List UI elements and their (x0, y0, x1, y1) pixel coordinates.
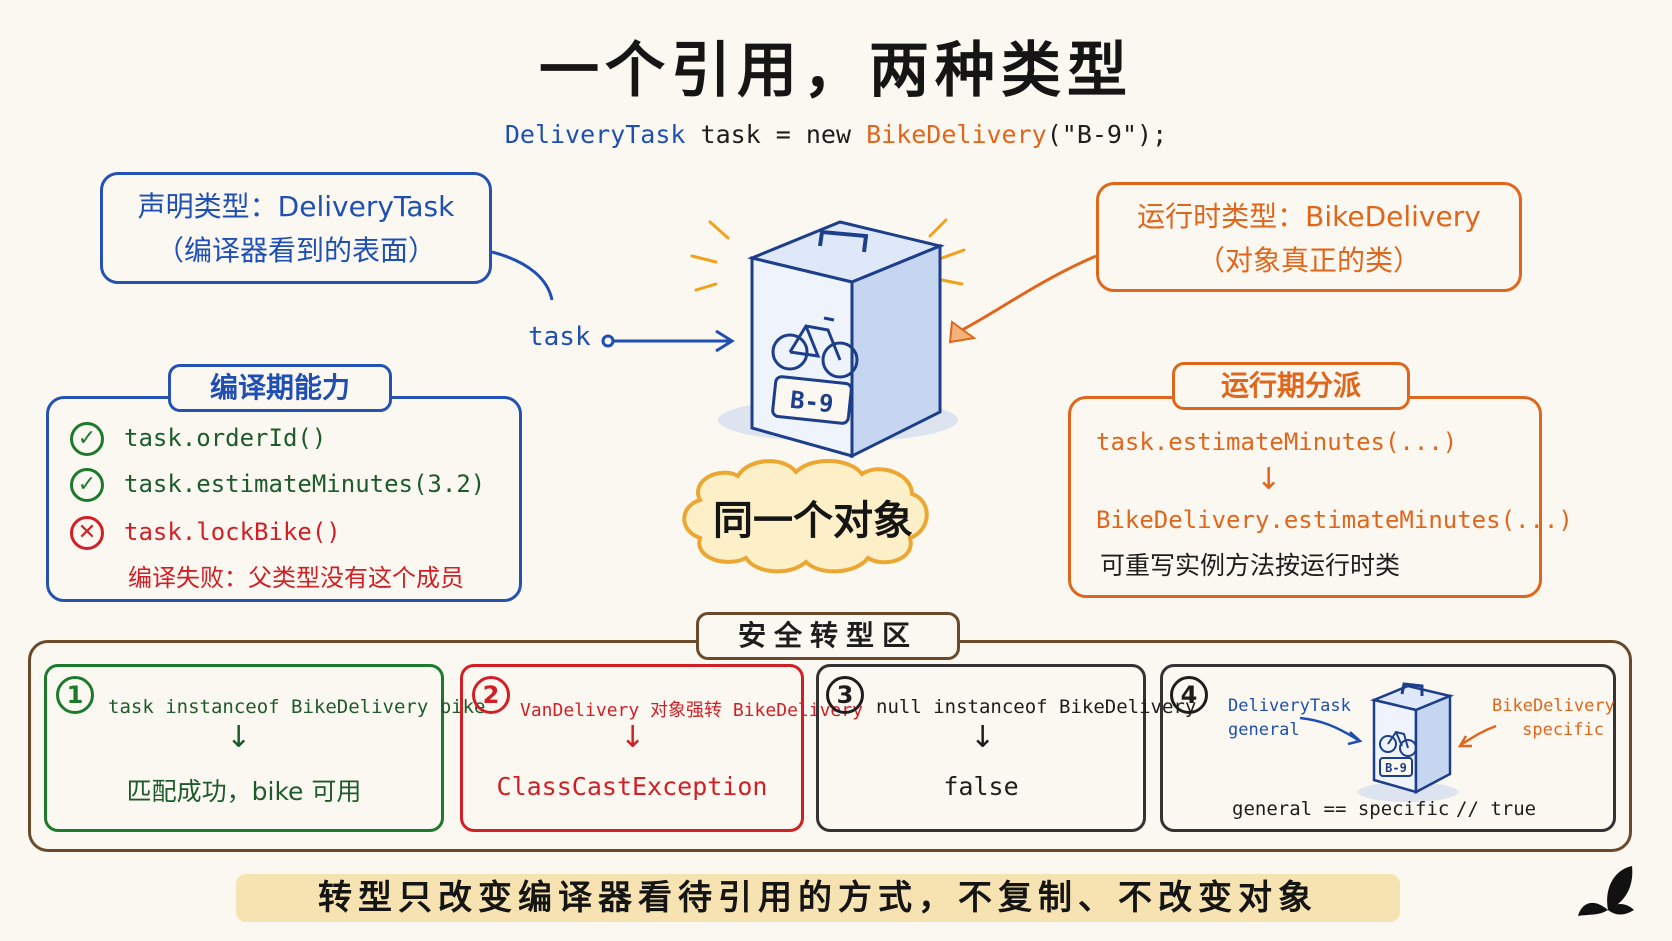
identity-compare: general == specific (1232, 798, 1450, 820)
dispatch-target: BikeDelivery.estimateMinutes(...) (1096, 506, 1573, 534)
check-icon: ✓ (70, 468, 104, 502)
footer-highlight (236, 874, 1400, 922)
case-4-box (1160, 664, 1616, 832)
page-title: 一个引用，两种类型 (539, 36, 1133, 106)
specific-type: BikeDelivery (1492, 696, 1615, 716)
case-expression: null instanceof BikeDelivery (876, 696, 1197, 718)
cross-icon: ✕ (70, 516, 104, 550)
specific-label: BikeDelivery specific (1492, 694, 1615, 742)
down-arrow-icon: ↓ (970, 720, 996, 755)
footer-summary: 转型只改变编译器看待引用的方式，不复制、不改变对象 (318, 878, 1318, 918)
case-number: 4 (1170, 676, 1208, 714)
down-arrow-icon: ↓ (226, 720, 252, 755)
box-tag-text: B-9 (789, 386, 835, 418)
case-expression: VanDelivery 对象强转 BikeDelivery (520, 700, 863, 721)
declared-type-line1: 声明类型：DeliveryTask (137, 190, 455, 223)
specific-name: specific (1522, 720, 1604, 740)
case-result: 匹配成功，bike 可用 (126, 777, 362, 806)
case-1-box (44, 664, 444, 832)
dispatch-note: 可重写实例方法按运行时类 (1100, 551, 1401, 580)
task-ref-label: task (528, 322, 591, 352)
case-number: 2 (472, 676, 510, 714)
box-front (750, 256, 854, 458)
identity-comment: // true (1456, 798, 1537, 820)
box-handle (818, 229, 869, 253)
runtime-type-token: BikeDelivery (866, 120, 1047, 149)
task-arrow-head (715, 329, 735, 353)
same-object-cloud (682, 458, 929, 574)
compile-error-note: 编译失败：父类型没有这个成员 (128, 564, 464, 592)
general-type: DeliveryTask (1228, 696, 1351, 716)
runtime-arrow-head (948, 320, 977, 344)
dispatch-arrow-icon: ↓ (1256, 462, 1282, 497)
down-arrow-icon: ↓ (620, 720, 646, 755)
case-result: ClassCastException (496, 772, 768, 801)
dispatch-call: task.estimateMinutes(...) (1096, 428, 1458, 456)
runtime-dispatch-title: 运行期分派 (1172, 362, 1410, 410)
case-3-box (816, 664, 1146, 832)
runtime-connector (961, 254, 1097, 332)
code-declaration: DeliveryTask task = new BikeDelivery("B-… (0, 120, 1672, 149)
runtime-type-line2: （对象真正的类） (1196, 244, 1421, 277)
shine-lines (690, 218, 966, 292)
check-icon: ✓ (70, 422, 104, 456)
mini-box-illustration: B-9 (1299, 682, 1497, 802)
runtime-type-box: 运行时类型：BikeDelivery （对象真正的类） (1096, 182, 1522, 292)
capability-item: task.orderId() (124, 424, 327, 452)
butterfly-logo-icon (1578, 866, 1634, 916)
box-side (850, 243, 942, 459)
bike-icon (771, 316, 859, 379)
runtime-type-line1: 运行时类型：BikeDelivery (1137, 200, 1481, 233)
code-middle: task = new (685, 120, 867, 149)
code-tail: ("B-9"); (1046, 120, 1168, 149)
general-name: general (1228, 720, 1300, 740)
declared-connector (491, 250, 554, 301)
declared-type-token: DeliveryTask (504, 120, 686, 149)
case-expression: task instanceof BikeDelivery bike (108, 696, 486, 718)
case-result: false (943, 772, 1019, 801)
task-arrow-origin (601, 334, 615, 348)
case-number: 3 (826, 676, 864, 714)
compile-time-title: 编译期能力 (168, 364, 392, 412)
case-number: 1 (56, 676, 94, 714)
declared-type-line2: （编译器看到的表面） (155, 234, 436, 267)
mini-box-tag: B-9 (1385, 761, 1407, 775)
same-object-label: 同一个对象 (713, 498, 913, 544)
safe-cast-title: 安全转型区 (696, 612, 960, 660)
declared-type-box: 声明类型：DeliveryTask （编译器看到的表面） (100, 172, 492, 284)
general-label: DeliveryTask general (1228, 694, 1351, 742)
capability-item-error: task.lockBike() (124, 518, 341, 546)
box-tag-plate (771, 375, 853, 425)
case-2-box (460, 664, 804, 832)
capability-item: task.estimateMinutes(3.2) (124, 470, 486, 498)
